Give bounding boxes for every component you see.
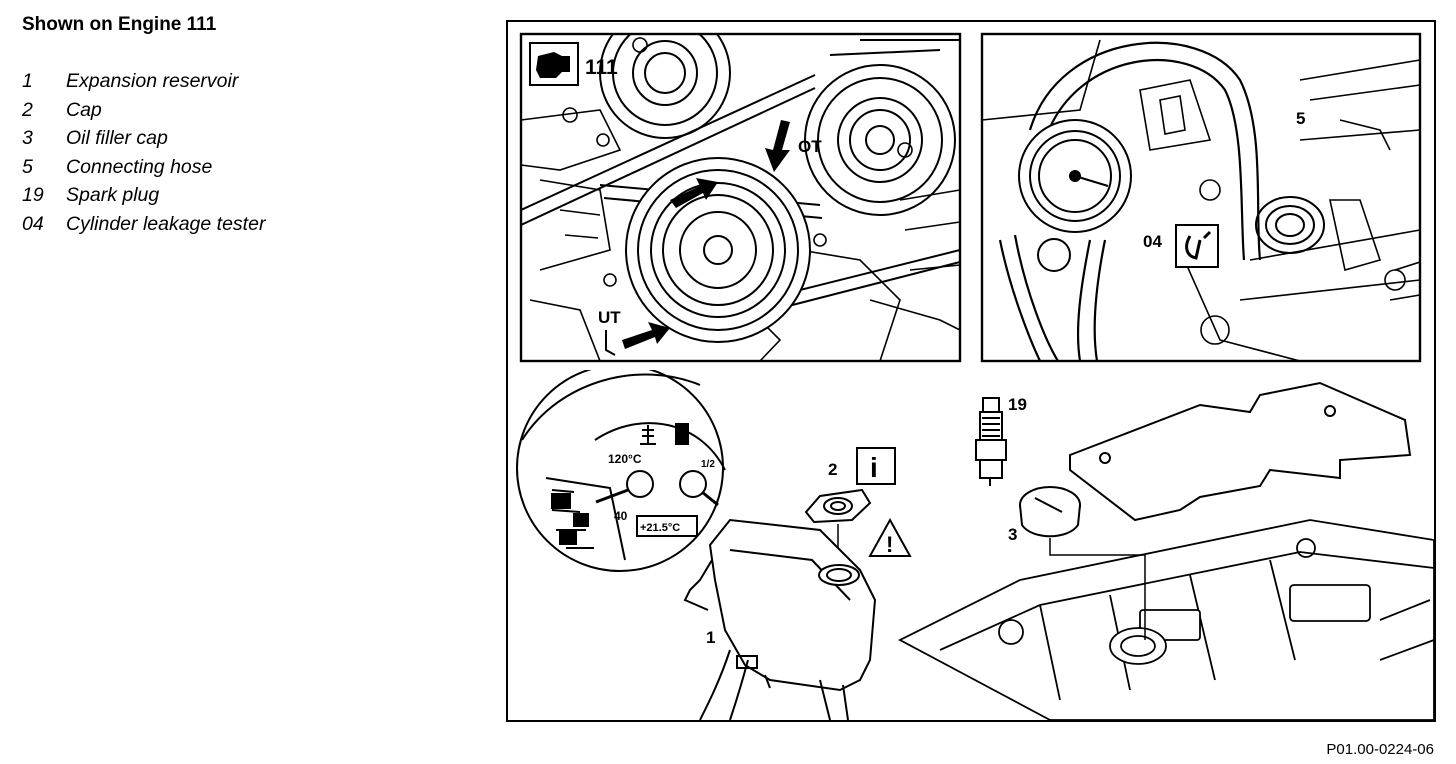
tester-number: 04 bbox=[1143, 232, 1162, 251]
reservoir-number: 1 bbox=[706, 628, 715, 647]
hose-number: 5 bbox=[1296, 109, 1305, 128]
components-area: i ! bbox=[516, 370, 1434, 720]
ot-label: OT bbox=[798, 137, 822, 156]
parts-legend: 1 Expansion reservoir 2 Cap 3 Oil filler ca… bbox=[22, 70, 265, 242]
legend-label: Connecting hose bbox=[66, 155, 213, 178]
engine-icon bbox=[536, 52, 570, 78]
wrench-icon bbox=[1185, 230, 1212, 260]
legend-number: 2 bbox=[22, 98, 33, 121]
svg-text:!: ! bbox=[886, 532, 893, 557]
tdc-panel: 111 OT UT bbox=[521, 34, 960, 361]
legend-label: Expansion reservoir bbox=[66, 70, 239, 92]
legend-label: Spark plug bbox=[66, 184, 160, 207]
gauge-max-label: 120°C bbox=[608, 452, 642, 466]
legend-number: 19 bbox=[22, 184, 44, 207]
oilcap-number: 3 bbox=[1008, 525, 1017, 544]
warning-icon bbox=[868, 517, 912, 557]
gauge-reading: +21.5°C bbox=[640, 522, 680, 534]
legend-item: 3 Oil filler cap bbox=[22, 127, 265, 156]
ut-label: UT bbox=[598, 308, 621, 327]
legend-item: 5 Connecting hose bbox=[22, 156, 265, 185]
fuel-mark-label: 1/2 bbox=[701, 459, 715, 470]
legend-label: Oil filler cap bbox=[66, 127, 168, 150]
legend-item: 2 Cap bbox=[22, 99, 265, 128]
leakage-tester-panel: 5 04 bbox=[982, 34, 1420, 361]
plug-number: 19 bbox=[1008, 395, 1027, 414]
gauge-mid-label: 40 bbox=[614, 509, 628, 523]
legend-number: 3 bbox=[22, 127, 33, 150]
legend-item: 19 Spark plug bbox=[22, 184, 265, 213]
legend-item: 1 Expansion reservoir bbox=[22, 70, 265, 99]
legend-number: 1 bbox=[22, 70, 33, 92]
legend-number: 5 bbox=[22, 155, 33, 178]
fuel-icon bbox=[675, 423, 689, 445]
temperature-icon bbox=[640, 425, 656, 445]
legend-number: 04 bbox=[22, 212, 44, 235]
info-icon: i bbox=[870, 452, 878, 483]
cap-number: 2 bbox=[828, 460, 837, 479]
legend-label: Cap bbox=[66, 98, 102, 121]
legend-item: 04 Cylinder leakage tester bbox=[22, 213, 265, 242]
figure-code: P01.00-0224-06 bbox=[1326, 741, 1434, 758]
legend-label: Cylinder leakage tester bbox=[66, 212, 266, 235]
page-heading: Shown on Engine 111 bbox=[22, 14, 217, 35]
figure-frame bbox=[506, 20, 1436, 722]
engine-number: 111 bbox=[585, 56, 618, 79]
